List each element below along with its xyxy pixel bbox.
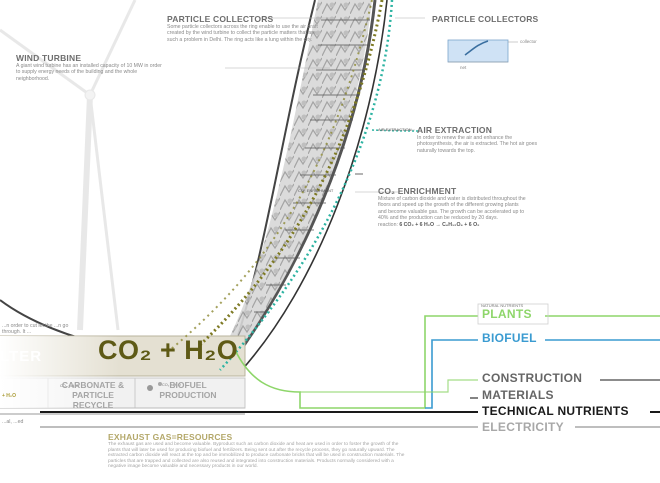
filter-note: ...n order to cut let the ...n go throug…: [2, 323, 72, 336]
net-tag: net: [460, 65, 466, 70]
ring-cells: [228, 0, 372, 352]
output-plants: PLANTS: [482, 307, 532, 321]
output-technical-nutrients: TECHNICAL NUTRIENTS: [482, 404, 629, 418]
carbonate-recycle-box: CARBONATE & PARTICLE RECYCLE: [52, 380, 134, 410]
collector-tag: collector: [520, 39, 537, 44]
co2-reaction: reaction: 6 CO₂ + 6 H₂O → C₆H₁₂O₆ + 6 O₂: [378, 222, 528, 228]
particle-collectors-left-body: Some particle collectors across the ring…: [167, 24, 327, 43]
exhaust-body: The exhaust gas are used and become valu…: [108, 442, 408, 470]
wind-turbine-graphic: [0, 0, 135, 330]
exhaust-gas-label: EXHAUST GAS=RESOURCES The exhaust gas ar…: [108, 432, 408, 470]
particle-collectors-left: PARTICLE COLLECTORS Some particle collec…: [167, 14, 327, 43]
particle-collectors-right: PARTICLE COLLECTORS: [432, 14, 552, 24]
filter-label: LTER: [0, 348, 42, 365]
co2-reaction-prefix: reaction:: [378, 222, 398, 228]
co2-reaction-formula: 6 CO₂ + 6 H₂O → C₆H₁₂O₆ + 6 O₂: [399, 222, 479, 228]
wind-turbine-body: A giant wind turbine has an installed ca…: [16, 63, 166, 82]
co2-enrichment-ring-tag: CO₂ ENRICHMENT: [298, 188, 333, 193]
particle-collectors-right-title: PARTICLE COLLECTORS: [432, 14, 552, 24]
output-biofuel: BIOFUEL: [482, 331, 537, 345]
biofuel-production-box: BIOFUEL PRODUCTION: [138, 380, 238, 400]
particle-collectors-left-title: PARTICLE COLLECTORS: [167, 14, 327, 24]
co2-h2o-label: CO₂ + H₂O: [98, 335, 238, 366]
wind-turbine-label: WIND TURBINE A giant wind turbine has an…: [16, 53, 166, 82]
co2-enrichment-title: CO₂ ENRICHMENT: [378, 186, 528, 196]
air-extraction-body: In order to renew the air and enhance th…: [417, 135, 542, 154]
exhaust-title: EXHAUST GAS=RESOURCES: [108, 432, 408, 442]
air-extraction-ring-tag: AIR EXTRACTION: [378, 127, 412, 132]
collector-diagram-icon: [448, 40, 518, 62]
output-electricity: ELECTRICITY: [482, 420, 564, 434]
wind-turbine-title: WIND TURBINE: [16, 53, 166, 63]
air-extraction-label: AIR EXTRACTION In order to renew the air…: [417, 125, 542, 154]
co2-enrichment-body: Mixture of carbon dioxide and water is d…: [378, 196, 528, 222]
output-materials: MATERIALS: [482, 388, 554, 402]
left-h2o-label: + H₂O: [2, 393, 16, 399]
air-extraction-title: AIR EXTRACTION: [417, 125, 542, 135]
co2-enrichment-label: CO₂ ENRICHMENT Mixture of carbon dioxide…: [378, 186, 528, 228]
output-construction: CONSTRUCTION: [482, 371, 582, 385]
left-stub-text: ...al, ...ed: [2, 419, 24, 425]
